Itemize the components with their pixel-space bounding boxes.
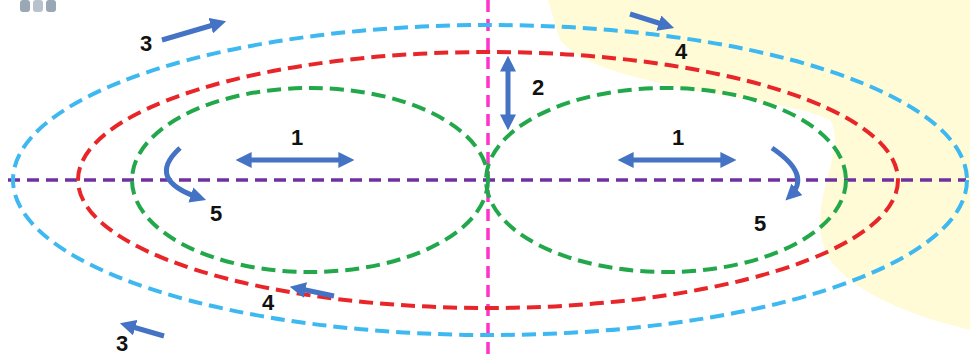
callout-number: 3 xyxy=(138,33,154,55)
arrow xyxy=(624,158,730,163)
motion-arrows xyxy=(126,14,798,336)
arrow xyxy=(126,325,164,336)
curved-arrow xyxy=(772,148,798,196)
left-lobe xyxy=(132,88,488,272)
arrow xyxy=(162,23,220,40)
callout-number: 1 xyxy=(670,127,686,149)
middle-orbit xyxy=(78,52,898,308)
callout-number: 4 xyxy=(673,41,689,63)
outer-orbit xyxy=(13,25,967,335)
callout-number: 1 xyxy=(289,127,305,149)
callout-number: 4 xyxy=(260,292,276,314)
arrow xyxy=(630,14,668,26)
station-icon xyxy=(20,0,56,12)
arrow xyxy=(242,158,348,163)
callout-number: 3 xyxy=(114,333,130,355)
right-lobe xyxy=(486,88,846,272)
arrow xyxy=(296,288,334,296)
callout-number: 5 xyxy=(752,213,768,235)
background-glow xyxy=(548,0,970,330)
arrow xyxy=(506,62,511,124)
curved-arrow xyxy=(166,148,200,198)
callout-number: 5 xyxy=(208,203,224,225)
callout-number: 2 xyxy=(530,77,546,99)
